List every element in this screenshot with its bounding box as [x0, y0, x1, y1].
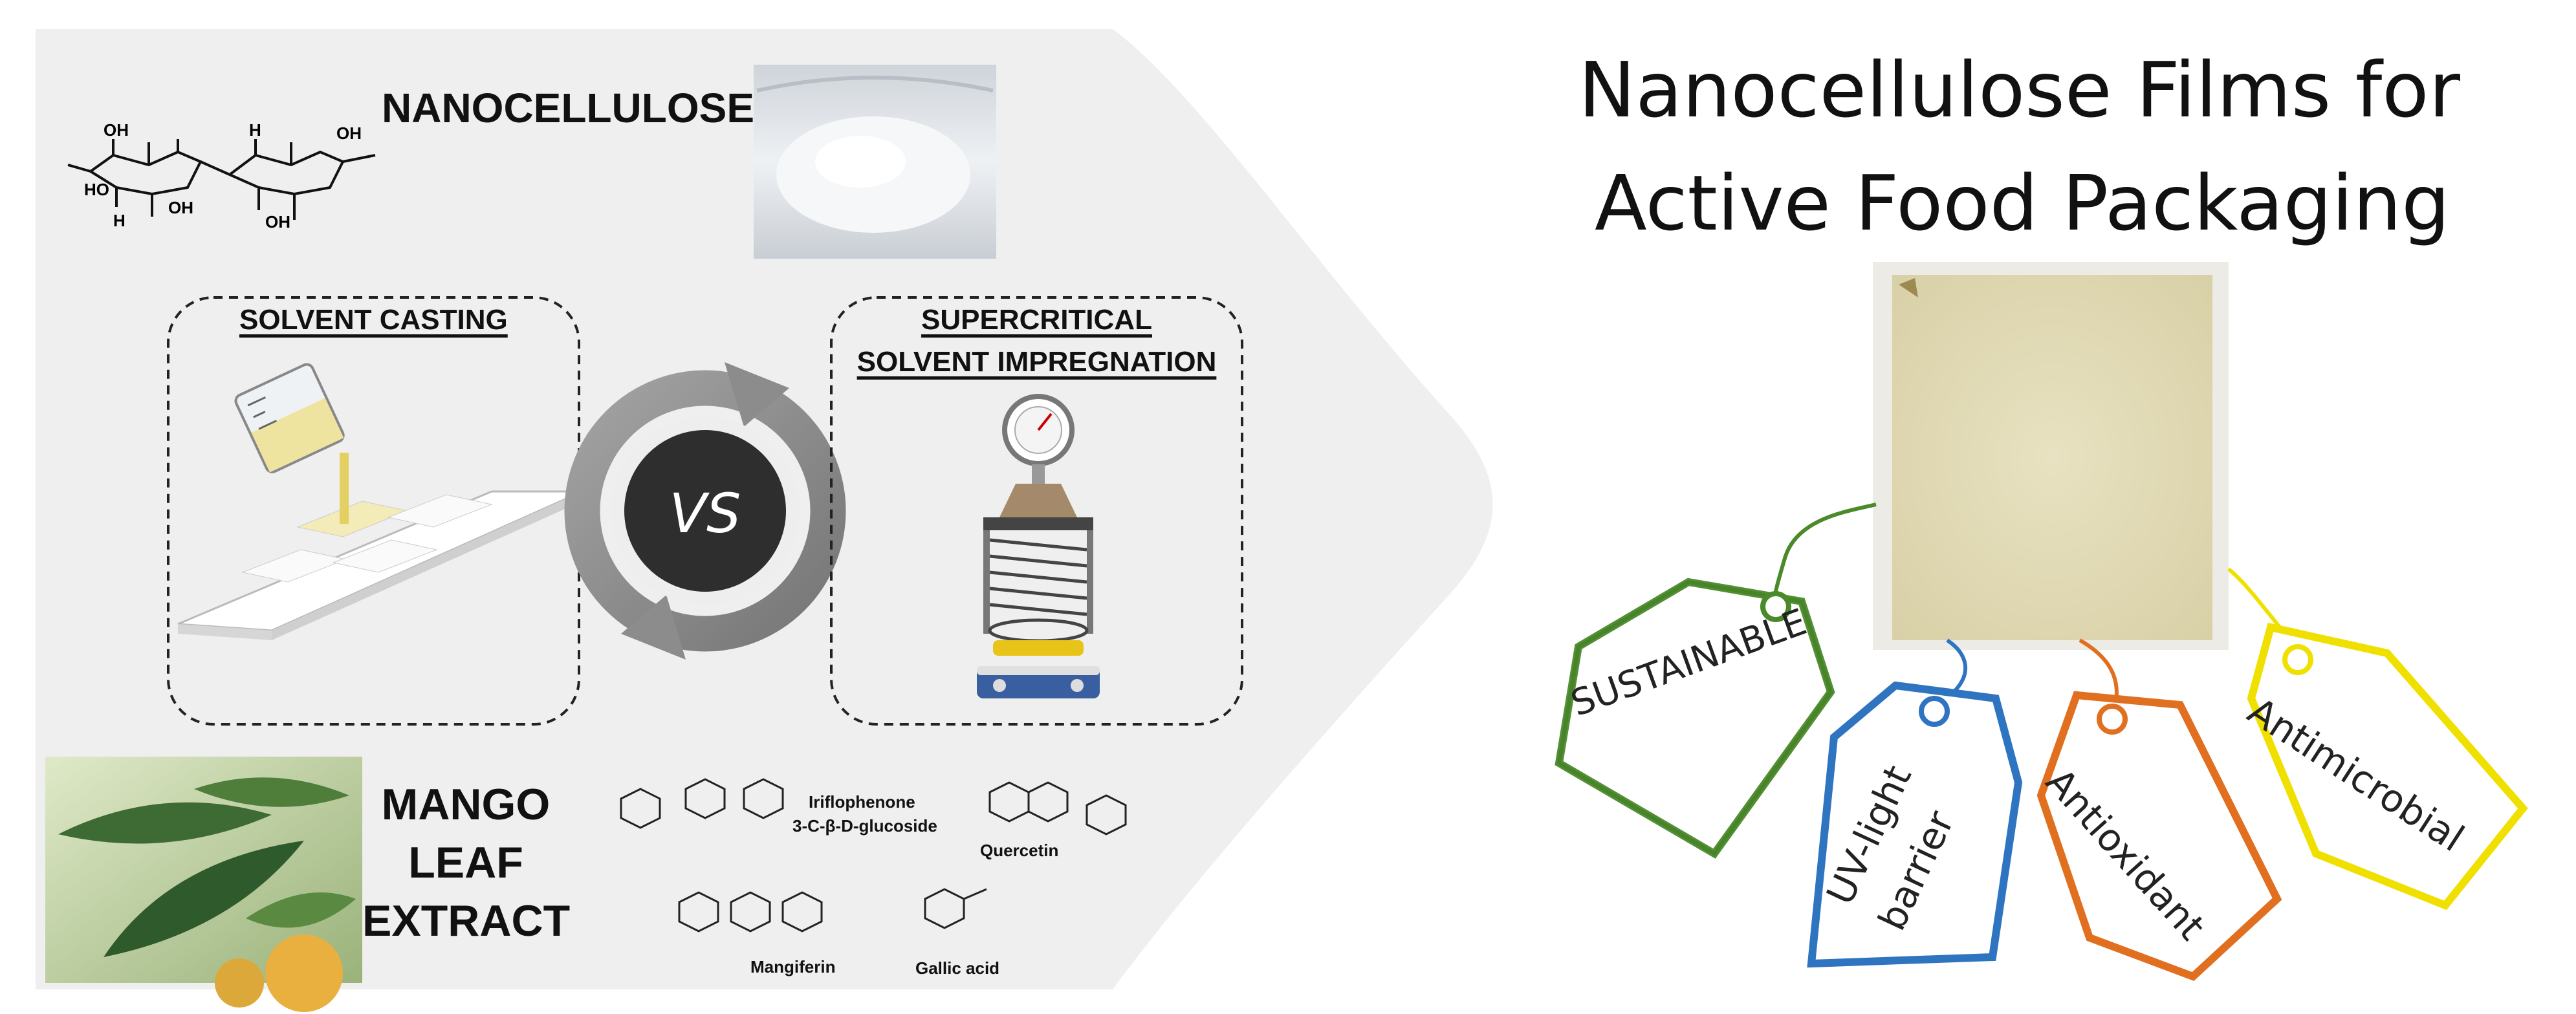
- tag-antimicrobial: [2227, 567, 2528, 911]
- mango-label-line-2: LEAF: [408, 838, 523, 887]
- tag-sustainable: [1555, 502, 1877, 859]
- compound-iriflophenone-line-1: Iriflophenone: [809, 792, 915, 812]
- compound-gallic-acid: Gallic acid: [915, 958, 1000, 978]
- supercritical-box: [830, 296, 1243, 726]
- nanocellulose-structure: [67, 139, 376, 220]
- mango-leaf-photo: [45, 757, 362, 1012]
- tag-antioxidant: [2036, 638, 2282, 981]
- mango-label-line-3: EXTRACT: [362, 896, 571, 945]
- title-line-1: Nanocellulose Films for: [1578, 45, 2460, 135]
- label-h-2: H: [249, 120, 261, 140]
- label-oh: OH: [104, 120, 129, 140]
- solvent-casting-illustration: [177, 363, 583, 640]
- supercritical-label-line-1: SUPERCRITICAL: [921, 304, 1152, 336]
- supercritical-label-line-2: SOLVENT IMPREGNATION: [857, 346, 1217, 378]
- tag-uv-barrier: [1807, 638, 2023, 968]
- vs-center-circle: [624, 430, 786, 592]
- structure-atom-labels: OH HO H OH H OH OH: [84, 120, 362, 232]
- title-line-2: Active Food Packaging: [1595, 158, 2450, 248]
- solvent-casting-label: SOLVENT CASTING: [239, 304, 508, 336]
- nanocellulose-label: NANOCELLULOSE: [382, 85, 754, 131]
- label-ho: HO: [84, 180, 109, 199]
- compound-structures: [620, 778, 1127, 933]
- label-h: H: [113, 211, 126, 230]
- compound-iriflophenone-line-2: 3-C-β-D-glucoside: [792, 816, 937, 836]
- compound-quercetin: Quercetin: [980, 841, 1059, 860]
- label-oh-3: OH: [265, 212, 290, 232]
- label-oh-4: OH: [336, 124, 362, 143]
- compound-mangiferin: Mangiferin: [750, 957, 836, 976]
- vs-label: VS: [669, 482, 741, 545]
- supercritical-reactor-illustration: [977, 394, 1100, 698]
- film-sample-photo: [1873, 262, 2229, 650]
- mango-label-line-1: MANGO: [381, 780, 551, 829]
- vs-cycle-ring: [564, 362, 846, 660]
- label-oh-2: OH: [168, 198, 193, 217]
- nanocellulose-gel-photo: [754, 65, 996, 259]
